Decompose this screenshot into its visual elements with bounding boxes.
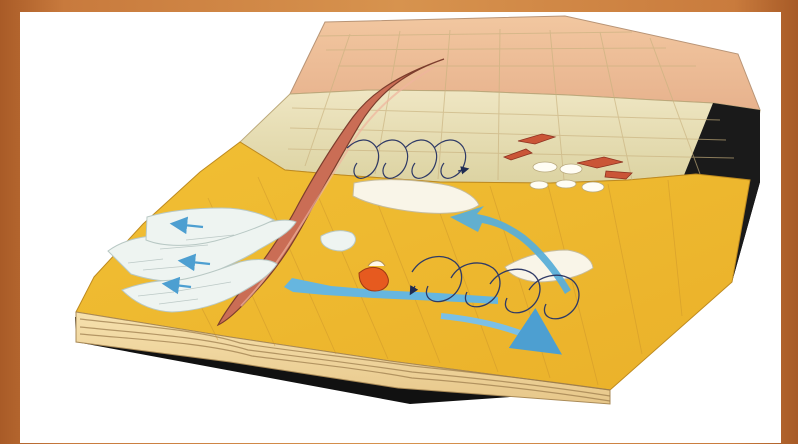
diagram-panel <box>20 12 781 443</box>
block-diagram-svg <box>20 12 781 443</box>
